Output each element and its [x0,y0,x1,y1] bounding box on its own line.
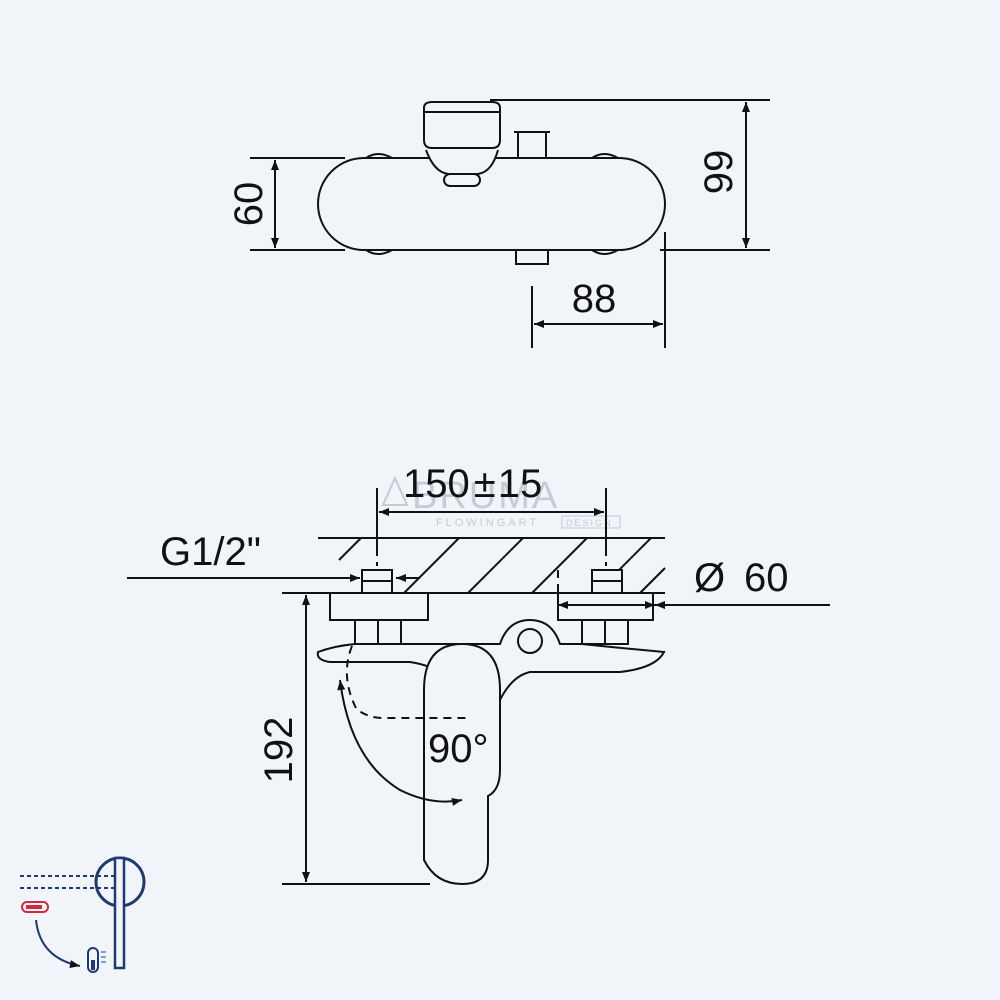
top-view-outlet [515,249,549,265]
hot-cold-lever-icon [20,856,146,973]
svg-text:150±15: 150±15 [403,462,542,506]
front-view-dimensions [127,488,830,885]
diameter-symbol: Ø [694,556,725,600]
dimension-height: 192 [257,717,301,784]
dimension-height-total: 99 [697,150,741,195]
left-flange [329,592,429,621]
top-view-diverter [517,131,547,159]
thread-label: G1/2" [160,530,261,574]
dimension-inlet-tolerance: 15 [498,462,543,506]
watermark-tagline: FLOWINGART [436,517,539,529]
rotation-arc [337,679,463,806]
top-view [317,101,666,265]
dimension-diameter: 60 [744,556,789,600]
watermark-tagline-suffix: DESIGN [566,518,613,528]
dimension-height-body: 60 [227,182,271,227]
rotation-angle-label: 90° [428,727,489,771]
dimension-depth-outlet: 88 [572,277,617,321]
tolerance-symbol: ± [474,462,496,506]
top-view-dimensions [250,99,770,348]
diverter-knob [517,628,543,654]
top-view-handle [423,101,501,149]
inlet-centerlines [376,548,607,592]
right-flange [557,592,654,621]
front-view [316,569,666,886]
top-view-body [317,157,666,251]
dimension-inlet-spacing: 150 [403,462,470,506]
